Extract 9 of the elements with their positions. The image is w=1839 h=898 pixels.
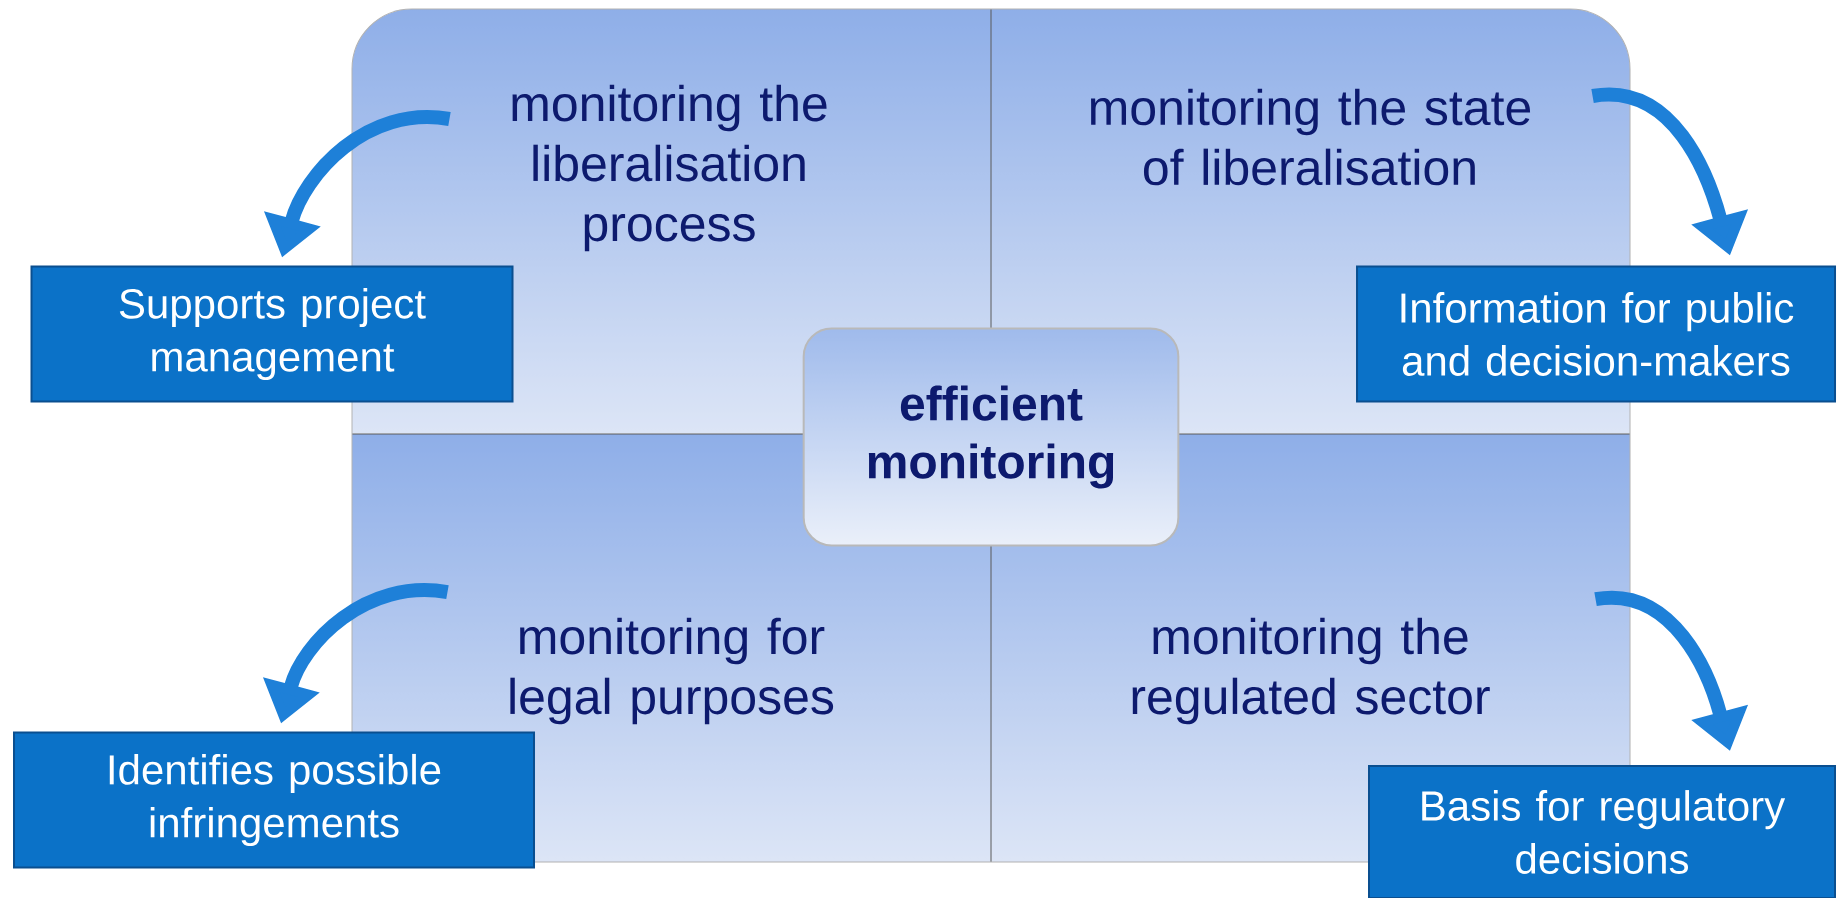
result-box: Supports project management [30, 265, 514, 403]
result-box: Information for public and decision-makers [1356, 265, 1836, 403]
center-box: efficient monitoring [802, 327, 1180, 547]
panel-heading: monitoring the liberalisation process [512, 84, 827, 252]
panel-heading: monitoring the state of liberalisation [1091, 88, 1531, 186]
panel-heading: monitoring the regulated sector [1132, 617, 1490, 725]
panel-heading: monitoring for legal purposes [510, 617, 834, 725]
result-box: Basis for regulatory decisions [1368, 765, 1836, 898]
result-box: Identifies possible infringements [13, 731, 535, 869]
